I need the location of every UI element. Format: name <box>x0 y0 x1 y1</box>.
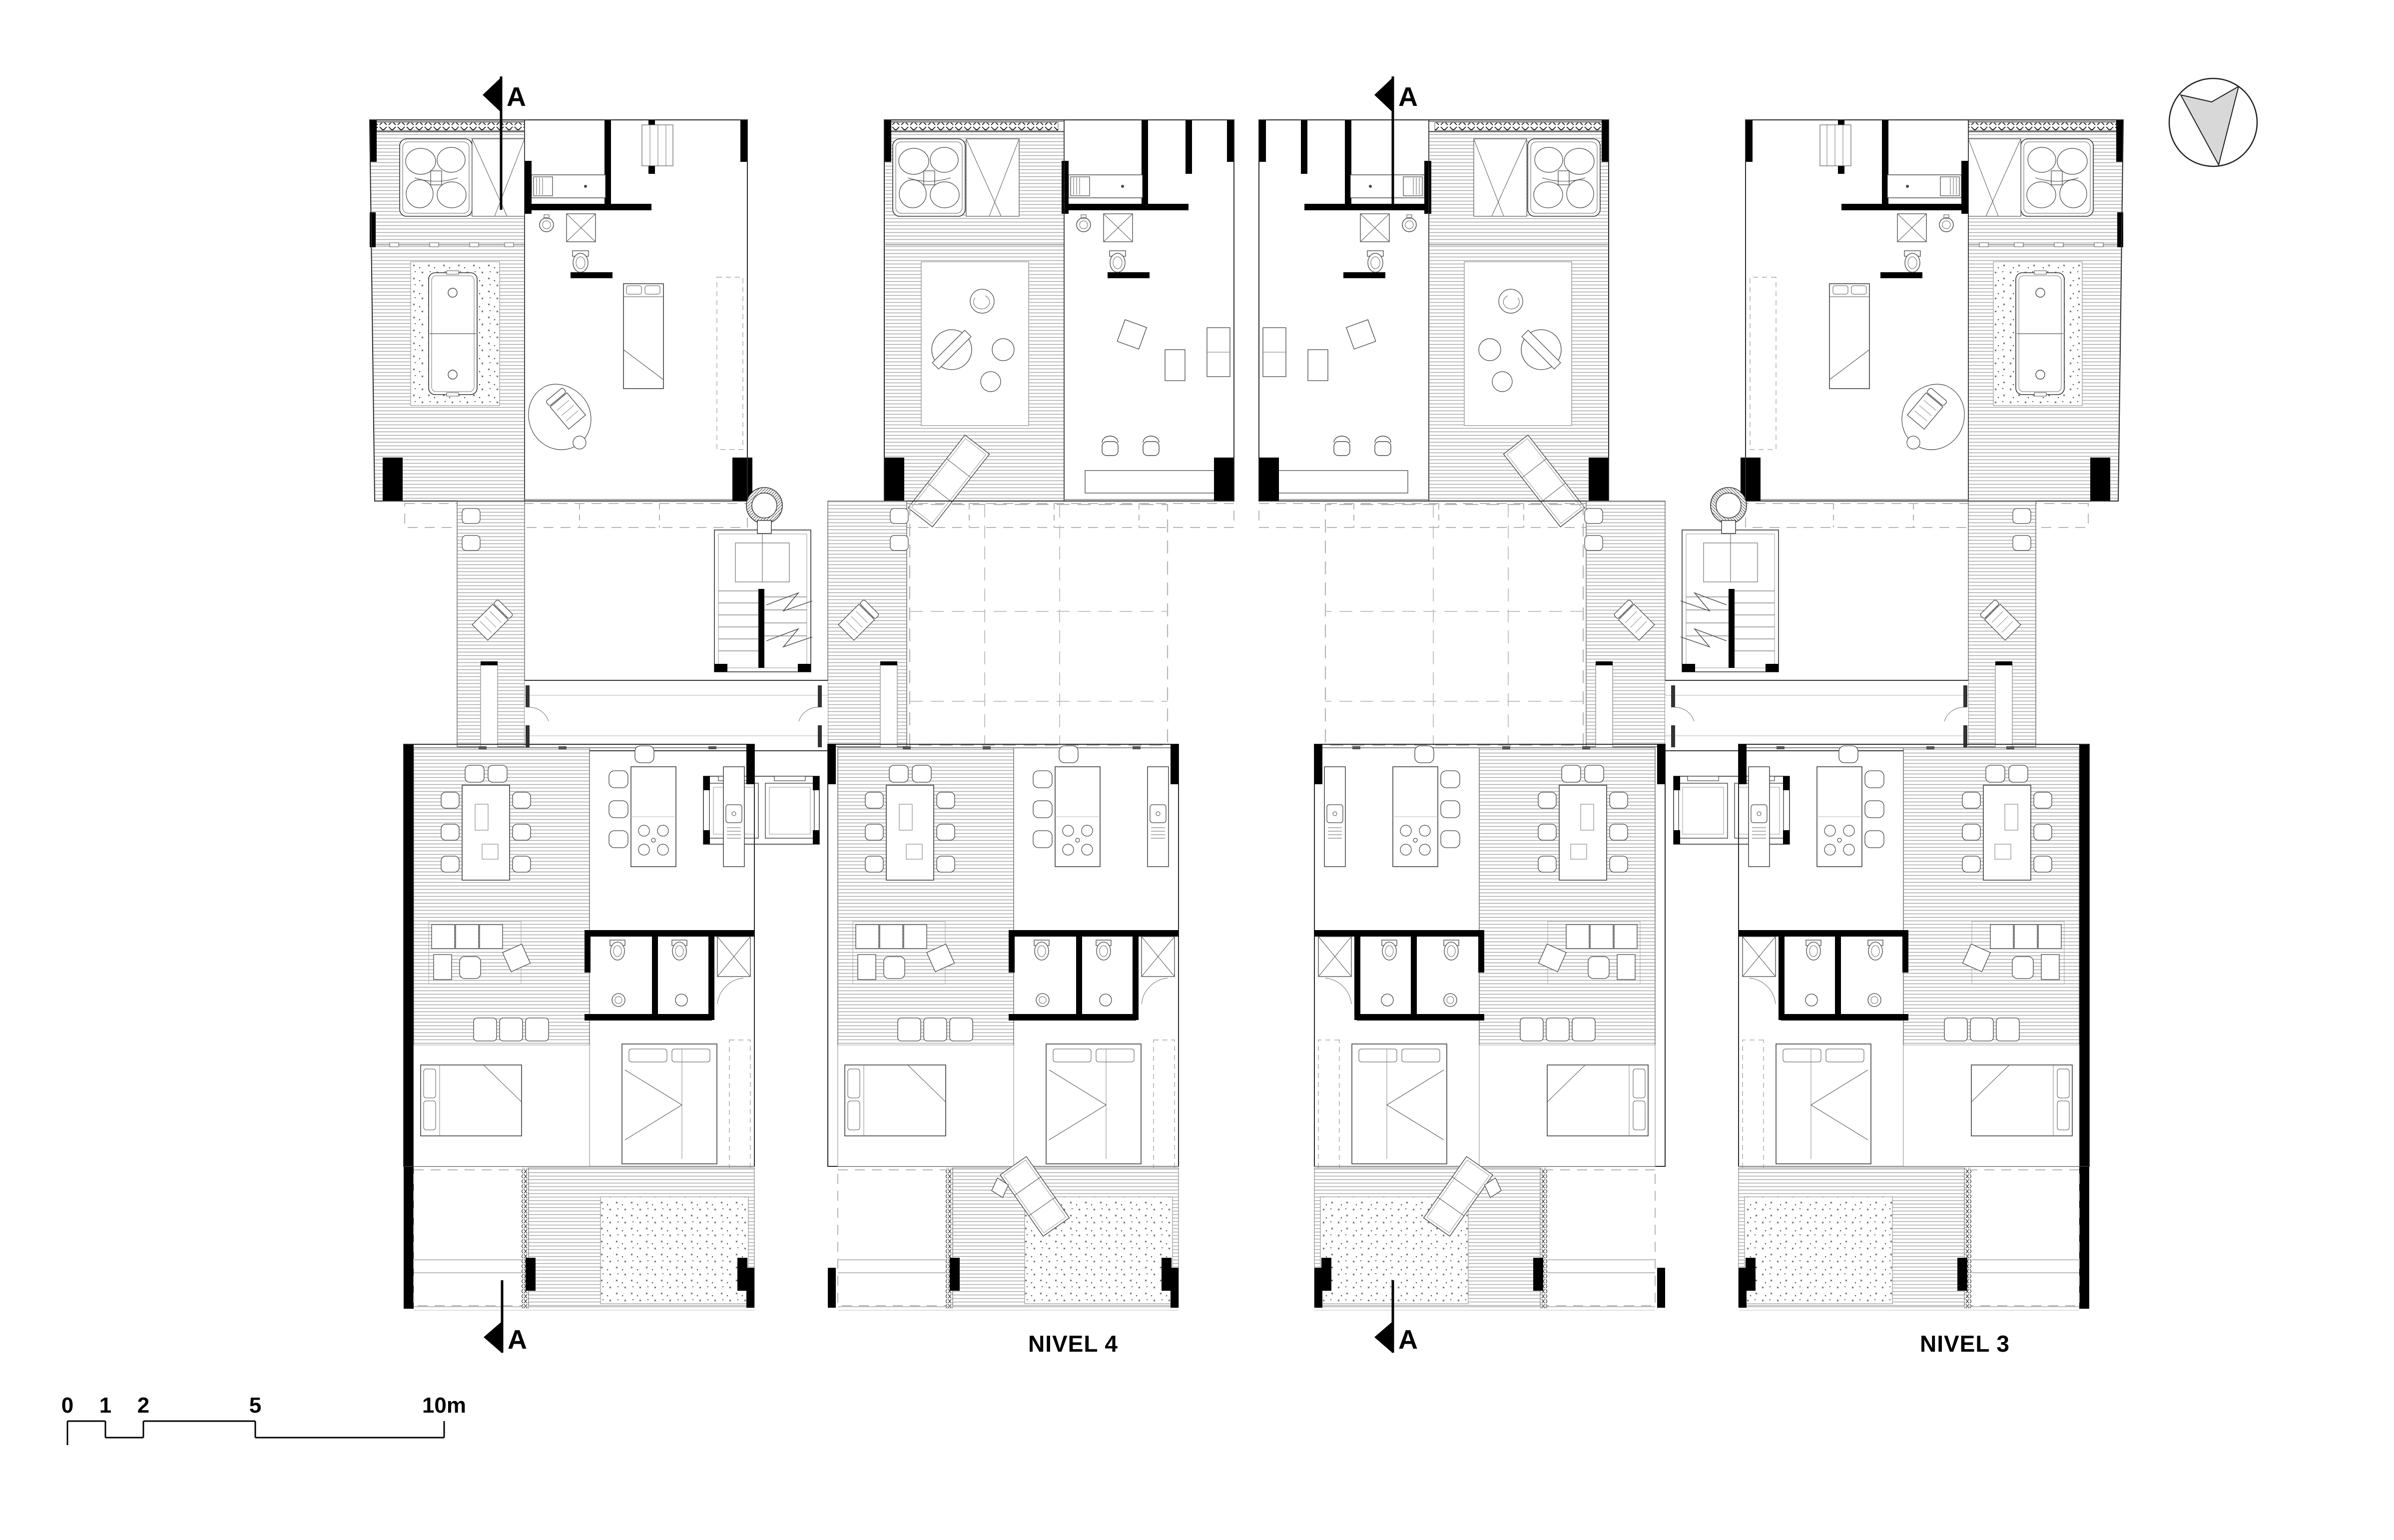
plan-title-nivel-4: NIVEL 4 <box>1028 1331 1118 1357</box>
scale-tick-0: 0 <box>61 1393 73 1418</box>
plan-nivel-4 <box>370 120 1234 1310</box>
plan-title-nivel-3: NIVEL 3 <box>1920 1331 2010 1357</box>
scale-tick-10m: 10m <box>422 1393 466 1418</box>
section-marker-label: A <box>507 82 526 112</box>
section-marker-label: A <box>1398 1325 1418 1355</box>
section-marker-label: A <box>1398 82 1418 112</box>
north-arrow-icon <box>2168 77 2258 167</box>
section-marker-a-bottom-right: A <box>1374 1280 1418 1355</box>
section-marker-a-top-left: A <box>483 76 526 210</box>
scale-tick-5: 5 <box>249 1393 261 1418</box>
scale-tick-2: 2 <box>137 1393 149 1418</box>
plan-nivel-3 <box>1259 120 2123 1310</box>
section-marker-a-top-right: A <box>1374 76 1418 210</box>
scale-tick-1: 1 <box>99 1393 111 1418</box>
scale-bar: 0 1 2 5 10m <box>61 1393 466 1445</box>
section-marker-label: A <box>508 1325 527 1355</box>
scale-bar-lines <box>66 1420 445 1445</box>
section-marker-a-bottom-left: A <box>484 1280 527 1355</box>
